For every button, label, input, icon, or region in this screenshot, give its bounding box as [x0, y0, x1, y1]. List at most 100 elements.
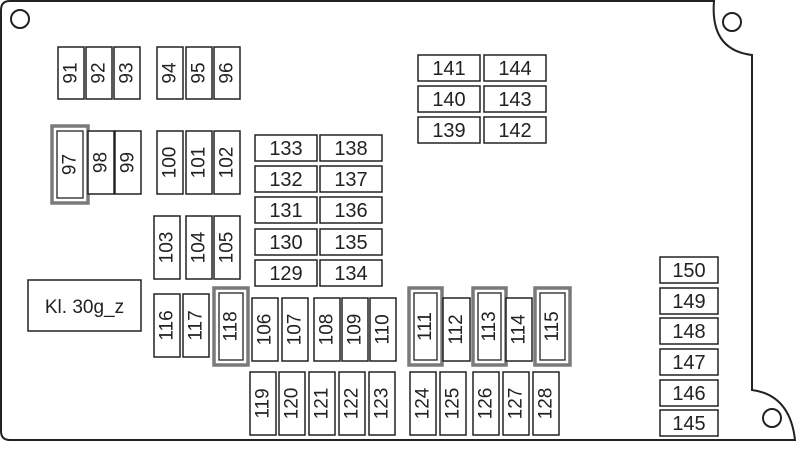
fuse-label-124: 124 — [413, 387, 434, 419]
fuse-label-99: 99 — [118, 152, 139, 173]
fuse-body-126 — [472, 371, 500, 436]
fuse-150: 150 — [659, 256, 719, 284]
fuse-126: 126 — [472, 371, 500, 436]
fuse-label-112: 112 — [446, 314, 467, 344]
fuse-label-120: 120 — [282, 388, 303, 420]
fuse-body-134 — [319, 259, 383, 287]
fuse-121: 121 — [308, 371, 336, 436]
fuse-label-143: 143 — [498, 89, 531, 111]
fuse-body-111 — [413, 292, 438, 361]
fuse-label-104: 104 — [189, 231, 210, 263]
fuse-body-149 — [659, 287, 719, 315]
fuse-label-144: 144 — [498, 58, 531, 80]
fuse-label-133: 133 — [269, 138, 302, 160]
fuse-95: 95 — [185, 46, 213, 100]
fuse-124: 124 — [409, 371, 437, 436]
fuse-label-93: 93 — [117, 62, 138, 83]
terminal-label: Kl. 30g_z — [45, 297, 124, 318]
fuse-label-111: 111 — [415, 312, 436, 341]
fuse-label-145: 145 — [672, 413, 705, 435]
fuse-131: 131 — [254, 196, 318, 224]
fuse-label-113: 113 — [479, 311, 500, 341]
fuse-body-99 — [114, 130, 142, 195]
fuse-body-112 — [442, 297, 471, 362]
fuse-body-94 — [156, 46, 184, 100]
fuse-label-114: 114 — [509, 314, 530, 345]
fuse-body-117 — [182, 293, 210, 358]
fuse-105: 105 — [213, 215, 241, 280]
fuse-label-127: 127 — [506, 388, 527, 420]
fuse-label-102: 102 — [217, 147, 238, 179]
fuse-139: 139 — [417, 116, 481, 144]
fuse-145: 145 — [659, 409, 719, 437]
fuse-body-146 — [659, 379, 719, 407]
fuse-body-116 — [153, 293, 181, 358]
fuse-135: 135 — [319, 228, 383, 256]
fuse-120: 120 — [278, 371, 306, 436]
fuse-123: 123 — [368, 371, 396, 436]
terminal-label-box: Kl. 30g_z — [27, 279, 142, 332]
fuse-label-108: 108 — [317, 314, 338, 346]
fuse-body-93 — [113, 46, 141, 100]
fuse-118: 118 — [212, 286, 250, 367]
fuse-label-132: 132 — [269, 169, 302, 191]
fuse-107: 107 — [281, 297, 309, 362]
fuse-label-130: 130 — [269, 232, 302, 254]
fuse-117: 117 — [182, 293, 210, 358]
fuse-body-100 — [156, 130, 184, 195]
fuse-label-134: 134 — [334, 263, 367, 285]
fuse-body-101 — [185, 130, 213, 195]
fuse-144: 144 — [483, 54, 547, 82]
fuse-label-121: 121 — [312, 388, 333, 420]
fuse-body-131 — [254, 196, 318, 224]
fuse-body-96 — [213, 46, 241, 100]
fuse-body-92 — [85, 46, 113, 100]
fuse-body-145 — [659, 409, 719, 437]
fuse-114: 114 — [505, 297, 533, 362]
fuse-body-123 — [368, 371, 396, 436]
fuse-label-97: 97 — [60, 154, 81, 175]
fuse-body-127 — [502, 371, 530, 436]
fuse-label-92: 92 — [89, 62, 110, 83]
fuse-label-139: 139 — [432, 120, 465, 142]
fuse-102: 102 — [213, 130, 241, 195]
fuse-body-139 — [417, 116, 481, 144]
fuse-116: 116 — [153, 293, 181, 358]
fuse-label-131: 131 — [269, 200, 302, 222]
fuse-92: 92 — [85, 46, 113, 100]
fuse-body-140 — [417, 85, 481, 113]
fuse-112: 112 — [442, 297, 471, 362]
fuse-body-120 — [278, 371, 306, 436]
fuse-127: 127 — [502, 371, 530, 436]
fuse-label-146: 146 — [672, 383, 705, 405]
fuse-body-108 — [313, 297, 341, 362]
fuse-141: 141 — [417, 54, 481, 82]
fuse-132: 132 — [254, 165, 318, 193]
fuse-body-114 — [505, 297, 533, 362]
fuse-body-110 — [369, 297, 397, 362]
fuse-label-125: 125 — [443, 388, 464, 420]
fuse-label-135: 135 — [334, 232, 367, 254]
fuse-134: 134 — [319, 259, 383, 287]
fuse-119: 119 — [249, 371, 277, 436]
fuse-label-147: 147 — [672, 352, 705, 374]
fuse-label-141: 141 — [432, 58, 465, 80]
fuse-label-101: 101 — [189, 147, 210, 179]
fuse-body-97 — [56, 130, 84, 199]
fuse-label-98: 98 — [91, 152, 112, 173]
fuse-110: 110 — [369, 297, 397, 362]
fuse-label-105: 105 — [217, 232, 238, 264]
fuse-label-137: 137 — [334, 169, 367, 191]
fuse-body-138 — [319, 134, 383, 162]
fuse-94: 94 — [156, 46, 184, 100]
fuse-body-115 — [539, 292, 566, 361]
fuse-label-128: 128 — [536, 388, 557, 420]
fuse-label-117: 117 — [186, 310, 207, 340]
fuse-97: 97 — [50, 124, 90, 205]
fuse-body-121 — [308, 371, 336, 436]
fuse-body-125 — [439, 371, 467, 436]
fuse-body-118 — [218, 292, 244, 361]
